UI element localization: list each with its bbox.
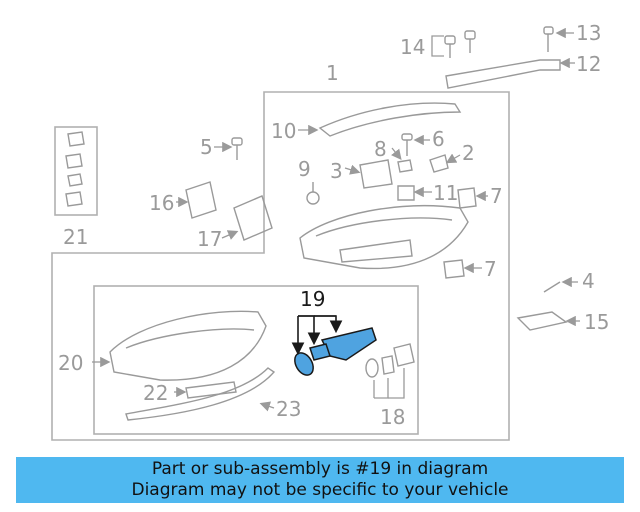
clip-kit-box [54,126,98,216]
clip-7-upper [457,187,477,209]
strip-23 [125,367,276,421]
trim-strip-10 [318,102,462,137]
callout-7a: 7 [490,184,503,208]
module-16 [185,181,217,219]
callout-18: 18 [380,405,405,429]
callout-21: 21 [63,225,88,249]
headlamp-upper [299,205,469,270]
clip-kit-21 [65,131,85,207]
clip-7-lower [443,259,465,279]
socket-11 [397,185,415,201]
bulb-9 [306,182,320,205]
grommets-18 [365,343,415,378]
leader-2 [445,153,461,164]
callout-12: 12 [576,52,601,76]
mount-bracket-12 [445,59,561,89]
trim-22 [185,381,237,399]
parts-diagram: 1 2 3 4 5 6 7 7 8 9 10 11 12 13 14 15 16… [51,21,609,441]
housing-cap-3 [359,159,393,189]
callout-5: 5 [200,135,213,159]
callout-19[interactable]: 19 [300,287,325,311]
callout-3: 3 [330,159,343,183]
bolt-4 [543,281,561,293]
callout-1: 1 [326,61,339,85]
callout-17: 17 [197,227,222,251]
headlamp-assembly-box [51,91,510,441]
callout-16: 16 [149,191,174,215]
housing-17 [233,195,273,241]
callout-20: 20 [58,351,83,375]
callout-13: 13 [576,21,601,45]
callout-10: 10 [271,119,296,143]
part-19-highlighted[interactable] [291,327,377,378]
callout-7b: 7 [484,257,497,281]
callout-9: 9 [298,157,311,181]
headlamp-lower [109,310,267,381]
ballast-15 [516,311,568,331]
callout-23: 23 [276,397,301,421]
leader-23 [259,401,275,412]
bolt-5 [231,137,243,160]
leader-3 [344,164,361,175]
callout-4: 4 [582,269,595,293]
callout-6: 6 [432,127,445,151]
callout-2: 2 [462,141,475,165]
banner-line-2: Diagram may not be specific to your vehi… [131,480,509,500]
callout-22: 22 [143,381,168,405]
banner-line-1: Part or sub-assembly is #19 in diagram [151,459,489,479]
bolt-13 [543,26,554,52]
lower-housing-box [93,285,419,435]
info-banner: Part or sub-assembly is #19 in diagram D… [16,457,624,503]
part-19-gasket[interactable] [309,343,331,361]
leader-17 [221,230,239,240]
leader-14 [431,35,444,46]
callout-15: 15 [584,310,609,334]
callout-8: 8 [374,137,387,161]
screw-6 [401,133,413,156]
callout-14: 14 [400,35,425,59]
bolts-14 [444,30,476,58]
gasket-2 [429,154,449,173]
nut-8 [397,159,413,173]
callout-11: 11 [433,181,458,205]
